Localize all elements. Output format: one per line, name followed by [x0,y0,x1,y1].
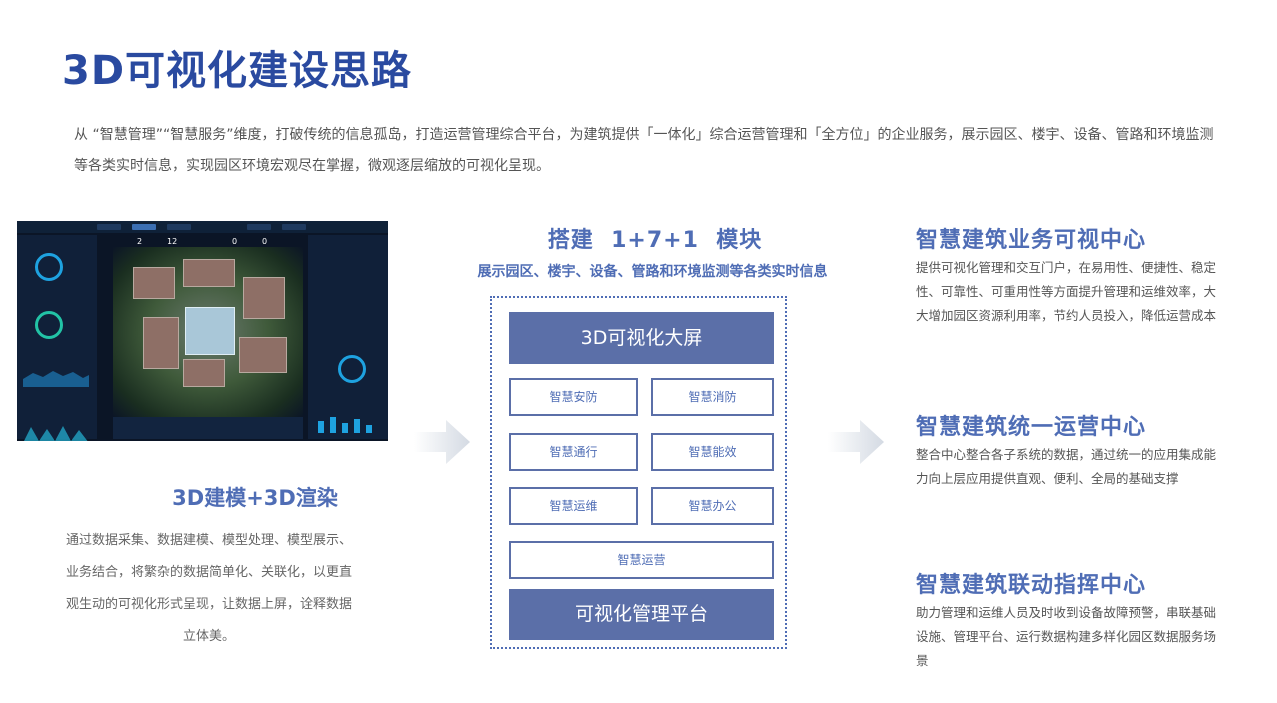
area-chart [24,426,88,441]
screen-right-panel [308,235,388,439]
building-roof [143,317,179,369]
glass-atrium [185,307,235,355]
center-heading: 搭建 1+7+1 模块 [547,228,763,253]
screen-tab [247,224,271,230]
dashboard-screenshot: 2 12 0 0 [17,221,388,441]
right-heading-3: 智慧建筑联动指挥中心 [916,573,1147,598]
screen-counter: 12 [167,237,178,246]
right-heading-1: 智慧建筑业务可视中心 [916,228,1147,253]
module-access: 智慧通行 [509,433,638,471]
screen-tab [282,224,306,230]
left-description: 通过数据采集、数据建模、模型处理、模型展示、业务结合，将繁杂的数据简单化、关联化… [65,533,352,644]
building-roof [183,259,235,287]
module-frame [490,296,787,649]
building-3d-model [113,247,303,417]
building-roof [133,267,175,299]
right-description-1: 提供可视化管理和交互门户，在易用性、便捷性、稳定性、可靠性、可重用性等方面提升管… [916,260,1217,323]
screen-counter: 0 [232,237,238,246]
arrow-right-icon [828,420,884,464]
bar-chart [318,417,372,433]
screen-counter: 0 [262,237,268,246]
module-maintenance: 智慧运维 [509,487,638,525]
box-management-platform: 可视化管理平台 [509,589,774,640]
module-security: 智慧安防 [509,378,638,416]
module-energy: 智慧能效 [651,433,774,471]
right-description-2: 整合中心整合各子系统的数据，通过统一的应用集成能力向上层应用提供直观、便利、全局… [916,447,1217,486]
screen-tab [97,224,121,230]
left-heading: 3D建模+3D渲染 [172,486,338,510]
center-subheading: 展示园区、楼宇、设备、管路和环境监测等各类实时信息 [477,264,828,280]
right-description-3: 助力管理和运维人员及时收到设备故障预警，串联基础设施、管理平台、运行数据构建多样… [916,605,1217,668]
building-roof [239,337,287,373]
module-office: 智慧办公 [651,487,774,525]
screen-tab [167,224,191,230]
area-chart [23,371,89,387]
building-roof [183,359,225,387]
box-3d-screen: 3D可视化大屏 [509,312,774,364]
building-roof [243,277,285,319]
arrow-right-icon [414,420,470,464]
intro-paragraph: 从 “智慧管理”“智慧服务”维度，打破传统的信息孤岛，打造运营管理综合平台，为建… [74,127,1214,174]
screen-topbar [17,221,388,233]
module-operations: 智慧运营 [509,541,774,579]
gauge-ring [35,311,63,339]
right-heading-2: 智慧建筑统一运营中心 [916,415,1147,440]
screen-counter: 2 [137,237,143,246]
gauge-ring [35,253,63,281]
module-fire: 智慧消防 [651,378,774,416]
screen-bottom-panel [113,417,303,439]
screen-left-panel [17,235,97,441]
gauge-ring [338,355,366,383]
page-title: 3D可视化建设思路 [62,48,413,94]
screen-tab [132,224,156,230]
